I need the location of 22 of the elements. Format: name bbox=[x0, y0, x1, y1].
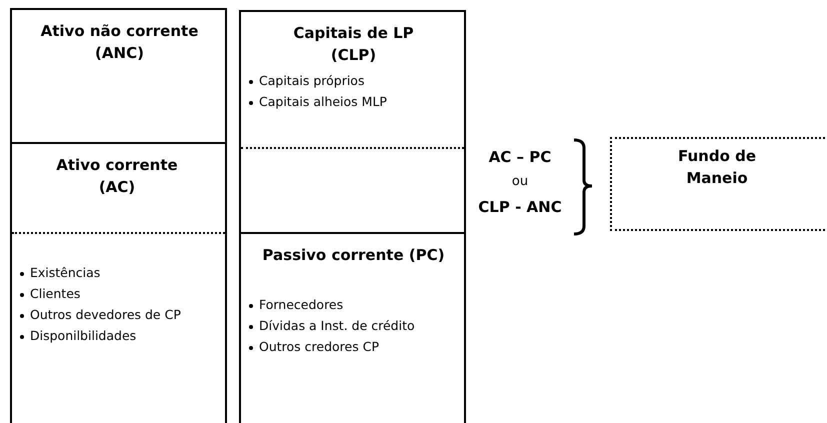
section-heading: Passivo corrente (PC) bbox=[261, 245, 446, 266]
list-item-text: Capitais próprios bbox=[259, 73, 364, 88]
list-item-text: Outros devedores de CP bbox=[30, 307, 181, 322]
balance-sheet-box bbox=[239, 232, 466, 423]
balance-sheet-box bbox=[10, 142, 227, 423]
section-heading: Fundo de Maneio bbox=[677, 146, 757, 189]
list-item-text: Clientes bbox=[30, 286, 80, 301]
balance-sheet-box bbox=[10, 8, 227, 144]
list-item-text: Fornecedores bbox=[259, 297, 344, 312]
balance-sheet-box bbox=[239, 10, 466, 234]
list-item-text: Disponilbilidades bbox=[30, 328, 136, 343]
formula-text: CLP - ANC bbox=[477, 198, 563, 216]
list-item-text: Dívidas a Inst. de crédito bbox=[259, 318, 415, 333]
section-heading: Ativo não corrente (ANC) bbox=[40, 21, 200, 64]
result-box bbox=[610, 137, 825, 231]
list-item-text: Existências bbox=[30, 265, 100, 280]
section-heading: Ativo corrente (AC) bbox=[55, 155, 179, 198]
list-item-text: Outros credores CP bbox=[259, 339, 379, 354]
formula-text: AC – PC bbox=[488, 148, 552, 166]
connector-word: ou bbox=[510, 174, 530, 189]
section-heading: Capitais de LP (CLP) bbox=[292, 23, 415, 66]
list-item-text: Capitais alheios MLP bbox=[259, 94, 387, 109]
